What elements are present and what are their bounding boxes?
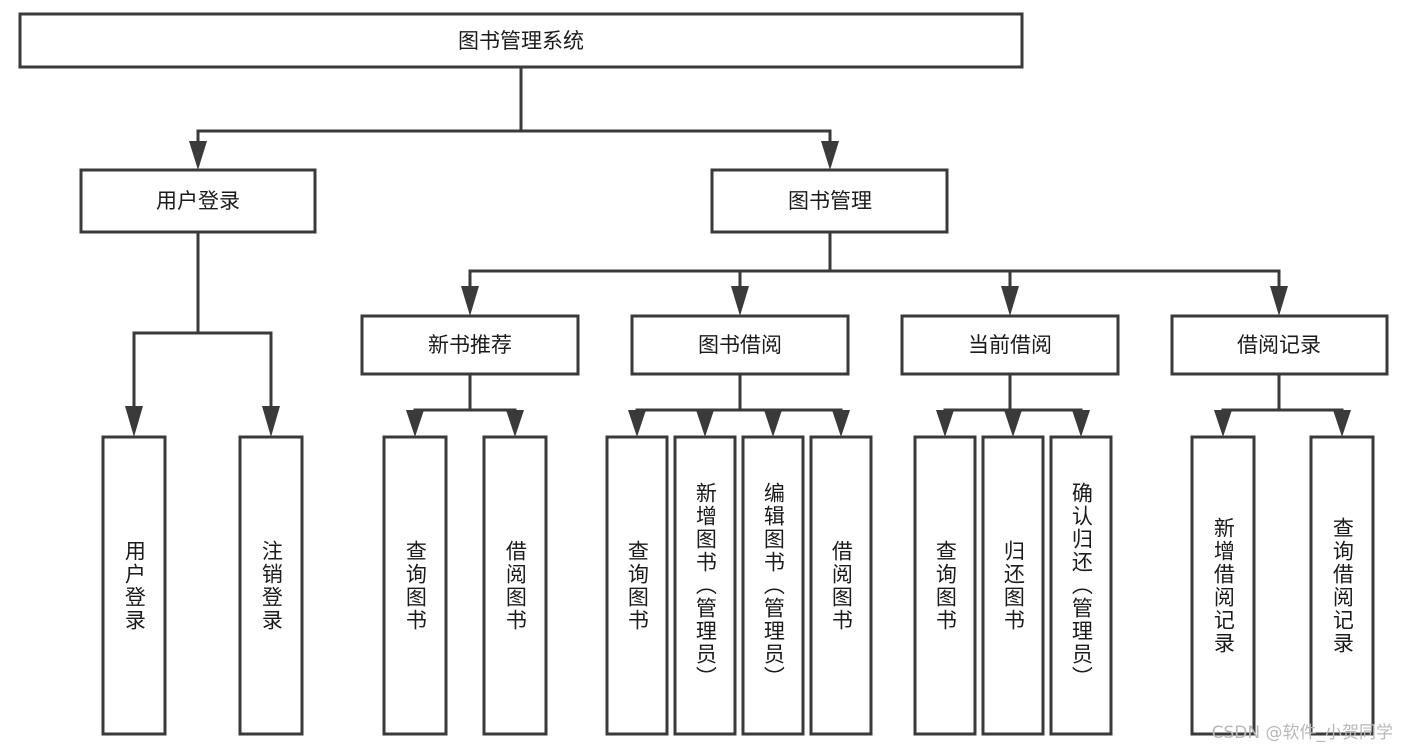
arrow-head-leaf-query-book-3 xyxy=(936,410,954,437)
arrow-head-leaf-user-login xyxy=(125,406,143,437)
connector-group-borrowbook xyxy=(628,372,850,437)
node-user-login[interactable]: 用户登录 xyxy=(79,168,317,234)
arrow-head-leaf-query-record xyxy=(1333,410,1351,437)
node-box-leaf-query-book-2[interactable] xyxy=(605,435,669,736)
node-book-borrow[interactable]: 图书借阅 xyxy=(630,314,850,376)
connector-group-userlogin xyxy=(125,230,280,437)
node-box-new-book-recommend[interactable] xyxy=(360,314,580,376)
arrow-head-leaf-confirm-return xyxy=(1072,410,1090,437)
node-box-leaf-query-book-1[interactable] xyxy=(382,435,448,736)
node-box-borrow-record[interactable] xyxy=(1170,314,1389,376)
arrow-head-userlogin xyxy=(189,141,207,170)
node-box-leaf-add-record[interactable] xyxy=(1190,435,1256,736)
arrow-head-newbook xyxy=(461,286,479,316)
node-box-root[interactable] xyxy=(18,12,1024,69)
arrow-head-leaf-borrow-book-1 xyxy=(506,410,524,437)
node-box-leaf-edit-book[interactable] xyxy=(741,435,805,736)
arrow-head-borrowbook xyxy=(731,286,749,316)
node-label-current-borrow: 当前借阅 xyxy=(968,333,1052,357)
node-box-leaf-add-book[interactable] xyxy=(673,435,737,736)
node-label-book-management: 图书管理 xyxy=(788,189,872,213)
arrow-head-leaf-borrow-book-2 xyxy=(832,410,850,437)
node-box-leaf-query-book-3[interactable] xyxy=(913,435,977,736)
arrow-head-leaf-query-book-1 xyxy=(406,410,424,437)
node-box-leaf-borrow-book-2[interactable] xyxy=(809,435,873,736)
arrow-head-borrowrecord xyxy=(1270,286,1288,316)
arrow-head-bookmgmt xyxy=(821,141,839,170)
arrow-head-leaf-edit-book xyxy=(764,410,782,437)
node-box-book-management[interactable] xyxy=(710,168,949,234)
arrow-head-leaf-return-book xyxy=(1004,410,1022,437)
node-root[interactable]: 图书管理系统 xyxy=(18,12,1024,69)
node-current-borrow[interactable]: 当前借阅 xyxy=(900,314,1120,376)
node-label-new-book-recommend: 新书推荐 xyxy=(428,333,512,357)
node-label-borrow-record: 借阅记录 xyxy=(1237,333,1321,357)
arrow-head-currentborrow xyxy=(1001,286,1019,316)
connector-group-borrowrecord xyxy=(1214,372,1351,437)
connector-group-bookmgmt xyxy=(461,230,1288,316)
node-book-management[interactable]: 图书管理 xyxy=(710,168,949,234)
node-label-root: 图书管理系统 xyxy=(458,29,584,53)
node-label-user-login: 用户登录 xyxy=(156,189,240,213)
node-box-current-borrow[interactable] xyxy=(900,314,1120,376)
csdn-watermark: CSDN @软件_小贺同学 xyxy=(1211,723,1393,743)
arrow-head-leaf-add-book xyxy=(696,410,714,437)
arrow-head-leaf-add-record xyxy=(1214,410,1232,437)
node-box-leaf-query-record[interactable] xyxy=(1309,435,1375,736)
node-box-leaf-logout[interactable] xyxy=(238,435,304,736)
node-box-leaf-borrow-book-1[interactable] xyxy=(482,435,548,736)
node-borrow-record[interactable]: 借阅记录 xyxy=(1170,314,1389,376)
node-new-book-recommend[interactable]: 新书推荐 xyxy=(360,314,580,376)
node-box-book-borrow[interactable] xyxy=(630,314,850,376)
connector-group-newbook xyxy=(406,372,524,437)
connector-group-root xyxy=(189,65,839,170)
node-box-leaf-user-login[interactable] xyxy=(101,435,167,736)
arrow-head-leaf-query-book-2 xyxy=(628,410,646,437)
arrow-head-leaf-logout xyxy=(262,406,280,437)
node-box-leaf-confirm-return[interactable] xyxy=(1049,435,1113,736)
connector-group-currentborrow xyxy=(936,372,1090,437)
node-box-user-login[interactable] xyxy=(79,168,317,234)
node-box-leaf-return-book[interactable] xyxy=(981,435,1045,736)
node-label-book-borrow: 图书借阅 xyxy=(698,333,782,357)
